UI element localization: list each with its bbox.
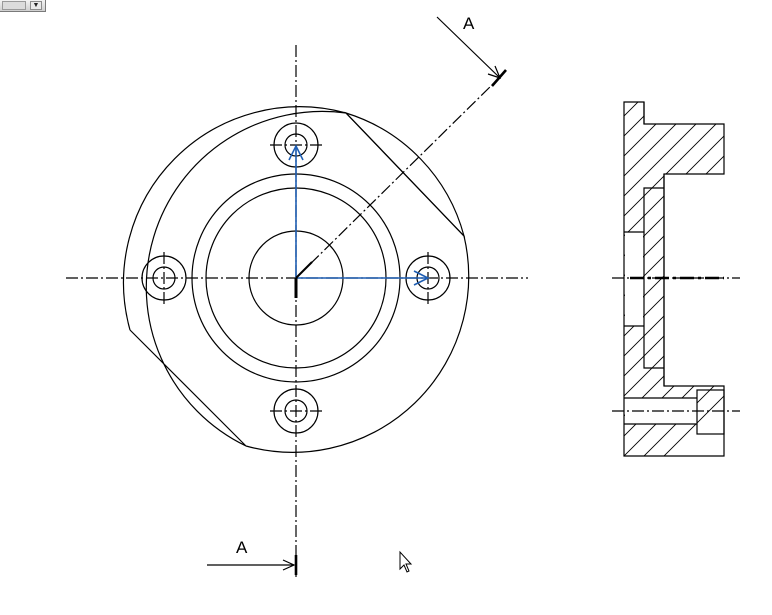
front-view: A A (66, 14, 528, 580)
section-hatching (624, 102, 724, 456)
flange-outline (122, 106, 470, 453)
dropdown-field[interactable] (2, 1, 26, 10)
axis-gizmo[interactable] (288, 144, 430, 298)
bolt-hole-bottom (270, 388, 322, 434)
section-label-lower: A (236, 538, 248, 557)
section-arrow-upper[interactable]: A (436, 14, 507, 87)
chevron-down-icon[interactable]: ▼ (30, 1, 42, 10)
section-label-upper: A (463, 14, 475, 33)
section-bolt-hole (612, 389, 740, 435)
mouse-cursor-icon (399, 550, 413, 573)
toolbar-dropdown[interactable]: ▼ (0, 0, 46, 12)
bolt-hole-left (141, 252, 187, 304)
section-view (612, 101, 740, 457)
section-arrow-lower[interactable]: A (207, 538, 298, 575)
